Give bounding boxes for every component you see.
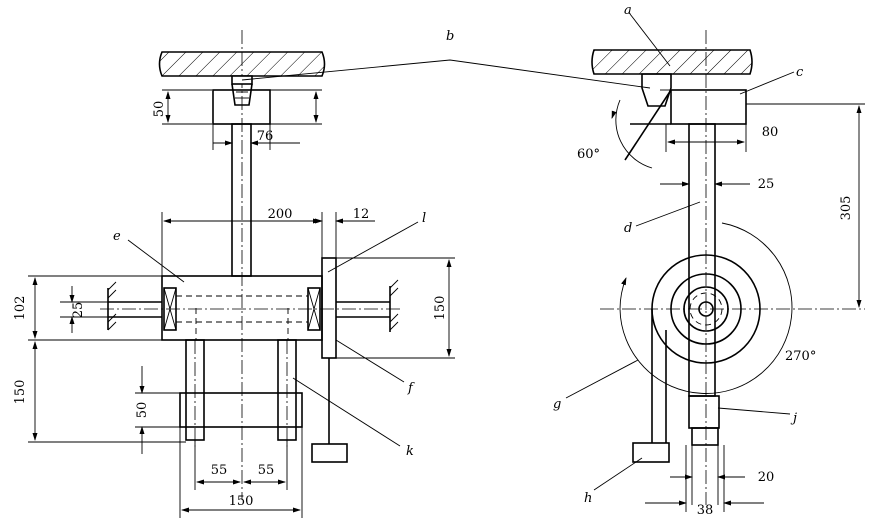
top-block-left (212, 89, 271, 125)
label-g: g (553, 397, 561, 412)
flange-plate-left (321, 257, 337, 359)
pendulum-weight-left (311, 443, 348, 463)
dim-55-a: 55 (211, 463, 228, 478)
dim-25-left: 25 (71, 302, 86, 319)
dim-102: 102 (13, 296, 28, 321)
hanger-right (641, 73, 672, 107)
label-c: c (796, 65, 804, 80)
dim-60deg: 60° (577, 147, 600, 162)
label-d: d (624, 221, 632, 236)
top-arm-right (670, 89, 747, 125)
dim-55-b: 55 (258, 463, 275, 478)
pendulum-weight-right (632, 442, 670, 463)
arc-60 (615, 99, 653, 169)
vertical-rod-right (688, 123, 716, 397)
right-view: 80 25 305 20 38 60° 270° a c d g (553, 3, 865, 518)
bottom-cap-j (691, 427, 719, 446)
label-f: f (407, 381, 415, 396)
dim-150-left: 150 (13, 380, 28, 405)
ceiling-slab-right (591, 49, 753, 75)
label-h: h (584, 491, 592, 506)
vertical-shaft-left (231, 123, 252, 277)
label-l: l (422, 211, 426, 226)
dim-38: 38 (697, 503, 714, 518)
dim-200: 200 (268, 207, 293, 222)
bottom-rod-j (688, 395, 720, 429)
label-k: k (406, 444, 414, 459)
dim-150-bottom: 150 (229, 494, 254, 509)
bottom-block-left (179, 392, 303, 428)
arc-270 (619, 222, 793, 394)
dim-76: 76 (257, 129, 274, 144)
dim-12: 12 (353, 207, 370, 222)
dim-270deg: 270° (785, 349, 816, 364)
dim-305: 305 (839, 196, 854, 221)
left-view: 50 76 200 12 102 25 150 (13, 30, 455, 518)
dim-50-top: 50 (152, 101, 167, 118)
dim-25-right: 25 (758, 177, 775, 192)
dim-20: 20 (758, 470, 775, 485)
dim-80: 80 (762, 125, 779, 140)
label-e: e (113, 229, 121, 244)
dim-150-right: 150 (433, 296, 448, 321)
label-a: a (624, 3, 632, 18)
leader-b (241, 59, 651, 89)
dim-50-bottom: 50 (135, 402, 150, 419)
label-b: b (446, 29, 454, 44)
hanger-cone-left (231, 83, 253, 106)
label-j: j (790, 411, 797, 426)
